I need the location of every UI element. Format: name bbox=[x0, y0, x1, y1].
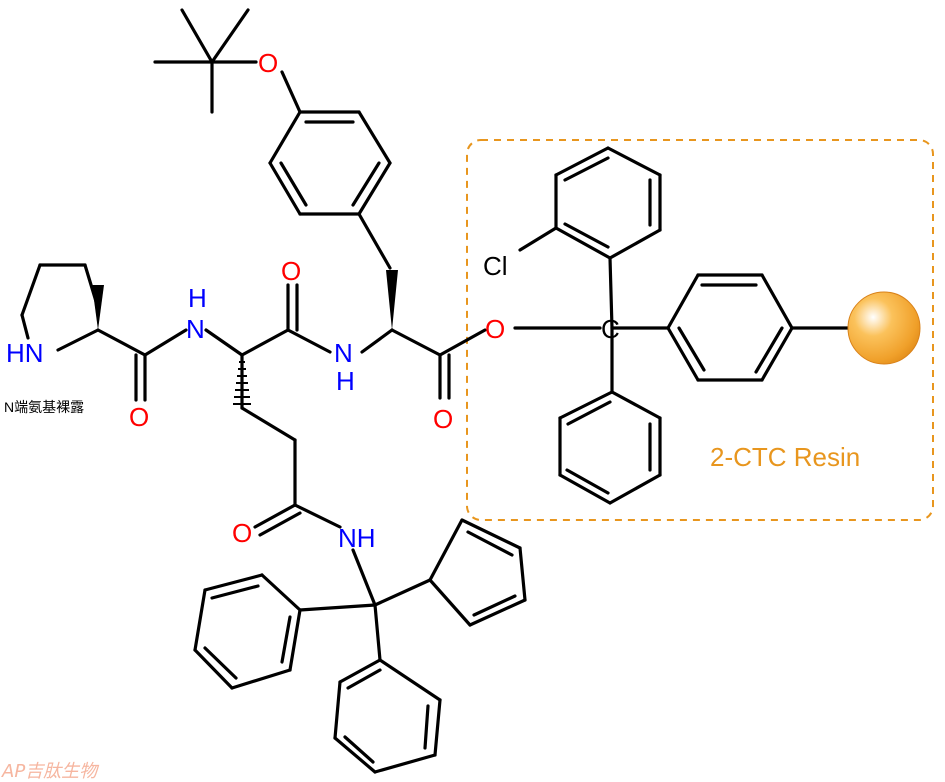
hydrogen-label: H bbox=[188, 283, 207, 313]
resin-bead bbox=[847, 291, 921, 365]
oxygen-label: O bbox=[281, 256, 301, 286]
n-terminal-note: N端氨基裸露 bbox=[4, 399, 84, 415]
oxygen-label: O bbox=[433, 404, 453, 434]
nitrogen-label: HN bbox=[6, 338, 44, 368]
hydrogen-label: H bbox=[336, 366, 355, 396]
pro-wedge bbox=[92, 285, 104, 330]
oxygen-label: O bbox=[485, 314, 505, 344]
oxygen-label: O bbox=[258, 48, 278, 78]
gln-hash-wedge bbox=[233, 361, 251, 405]
nitrogen-label: NH bbox=[338, 523, 376, 553]
resin-label: 2-CTC Resin bbox=[710, 442, 860, 472]
nitrogen-label: N bbox=[334, 338, 353, 368]
tyr-wedge bbox=[386, 270, 398, 330]
resin-box bbox=[466, 139, 934, 521]
bonds bbox=[20, 8, 852, 774]
nitrogen-label: N bbox=[186, 314, 205, 344]
watermark: AP吉肽生物 bbox=[1, 761, 100, 782]
oxygen-label: O bbox=[232, 518, 252, 548]
carbon-label: C bbox=[601, 314, 620, 344]
chlorine-label: Cl bbox=[483, 251, 508, 281]
oxygen-label: O bbox=[129, 402, 149, 432]
